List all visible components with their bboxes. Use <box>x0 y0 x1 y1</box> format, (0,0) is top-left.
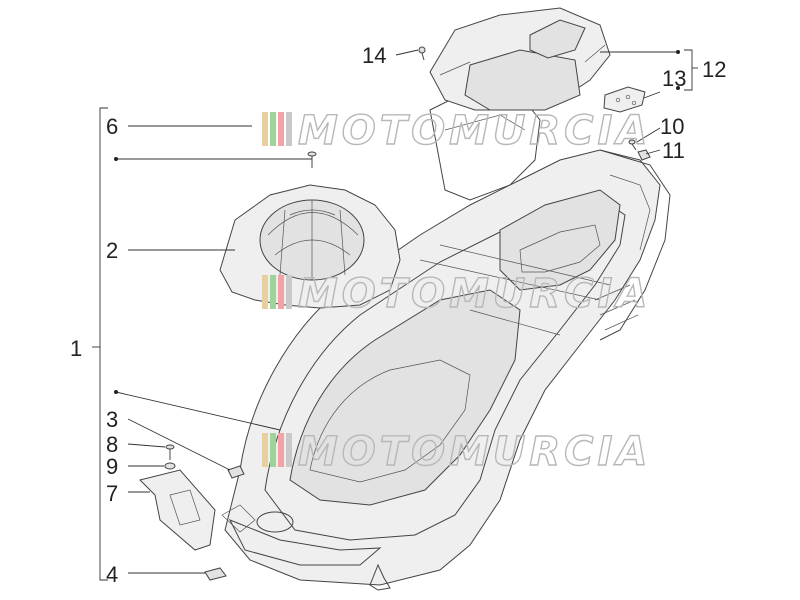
leader-lines <box>114 49 680 574</box>
watermark-text-middle: MOTOMURCIA <box>298 271 651 317</box>
watermark-bottom: MOTOMURCIA <box>262 428 651 476</box>
callout-7: 7 <box>106 481 118 506</box>
washer-9 <box>164 462 176 470</box>
callout-10: 10 <box>660 114 684 139</box>
screw-8 <box>165 444 175 460</box>
watermark-middle: MOTOMURCIA <box>262 270 651 318</box>
watermark-top: MOTOMURCIA <box>262 107 651 155</box>
callout-11: 11 <box>662 138 685 163</box>
callout-13: 13 <box>662 66 686 91</box>
nut-11 <box>637 149 651 161</box>
clip-4 <box>204 567 227 581</box>
callout-8: 8 <box>106 432 118 457</box>
screw-14 <box>418 46 426 61</box>
screw-top <box>307 151 317 168</box>
storage-compartment <box>221 89 671 591</box>
callout-14: 14 <box>362 43 386 68</box>
callout-4: 4 <box>106 562 118 587</box>
watermark-text-bottom: MOTOMURCIA <box>298 429 651 475</box>
group-bracket-12 <box>684 49 698 91</box>
watermark-text-top: MOTOMURCIA <box>298 108 651 154</box>
callout-6: 6 <box>106 114 118 139</box>
bracket-panel <box>139 469 216 551</box>
callout-2: 2 <box>106 238 118 263</box>
callout-3: 3 <box>106 407 118 432</box>
callout-9: 9 <box>106 454 118 479</box>
rear-tray <box>429 7 611 111</box>
callout-12: 12 <box>702 57 726 82</box>
pad-part <box>603 86 646 113</box>
callout-1: 1 <box>70 336 82 361</box>
clip-3 <box>227 465 245 479</box>
hardware <box>164 46 651 581</box>
group-bracket-1 <box>92 107 108 581</box>
screw-10 <box>628 139 637 151</box>
